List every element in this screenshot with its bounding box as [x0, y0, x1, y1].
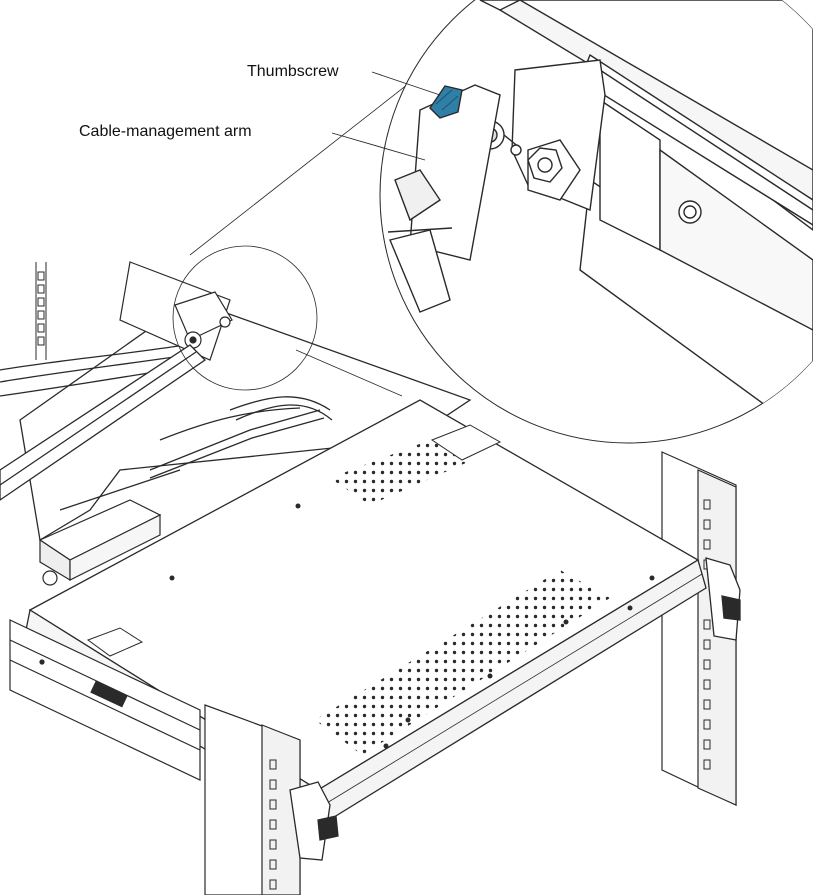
slide-rail-left: [9, 619, 201, 781]
detail-source-circle: [172, 245, 318, 391]
cable-management-arm: [0, 344, 207, 501]
rear-rack-post-left: [35, 262, 47, 360]
front-latch-right: [705, 557, 741, 641]
thumbscrew-label: Thumbscrew: [247, 63, 339, 80]
front-latch-left: [289, 781, 339, 861]
callout-leader-lines: [331, 71, 441, 161]
front-rack-post-right: [661, 451, 737, 806]
cable-bundles: [0, 344, 333, 511]
cover-screws: [169, 503, 655, 749]
vent-holes: [315, 440, 610, 755]
chassis-labels: [86, 424, 502, 657]
zoomed-detail-view: [379, 0, 813, 444]
cable-management-arm-label: Cable-management arm: [79, 123, 252, 140]
front-rack-post-left: [204, 704, 301, 895]
power-supply-unit: [38, 499, 162, 586]
